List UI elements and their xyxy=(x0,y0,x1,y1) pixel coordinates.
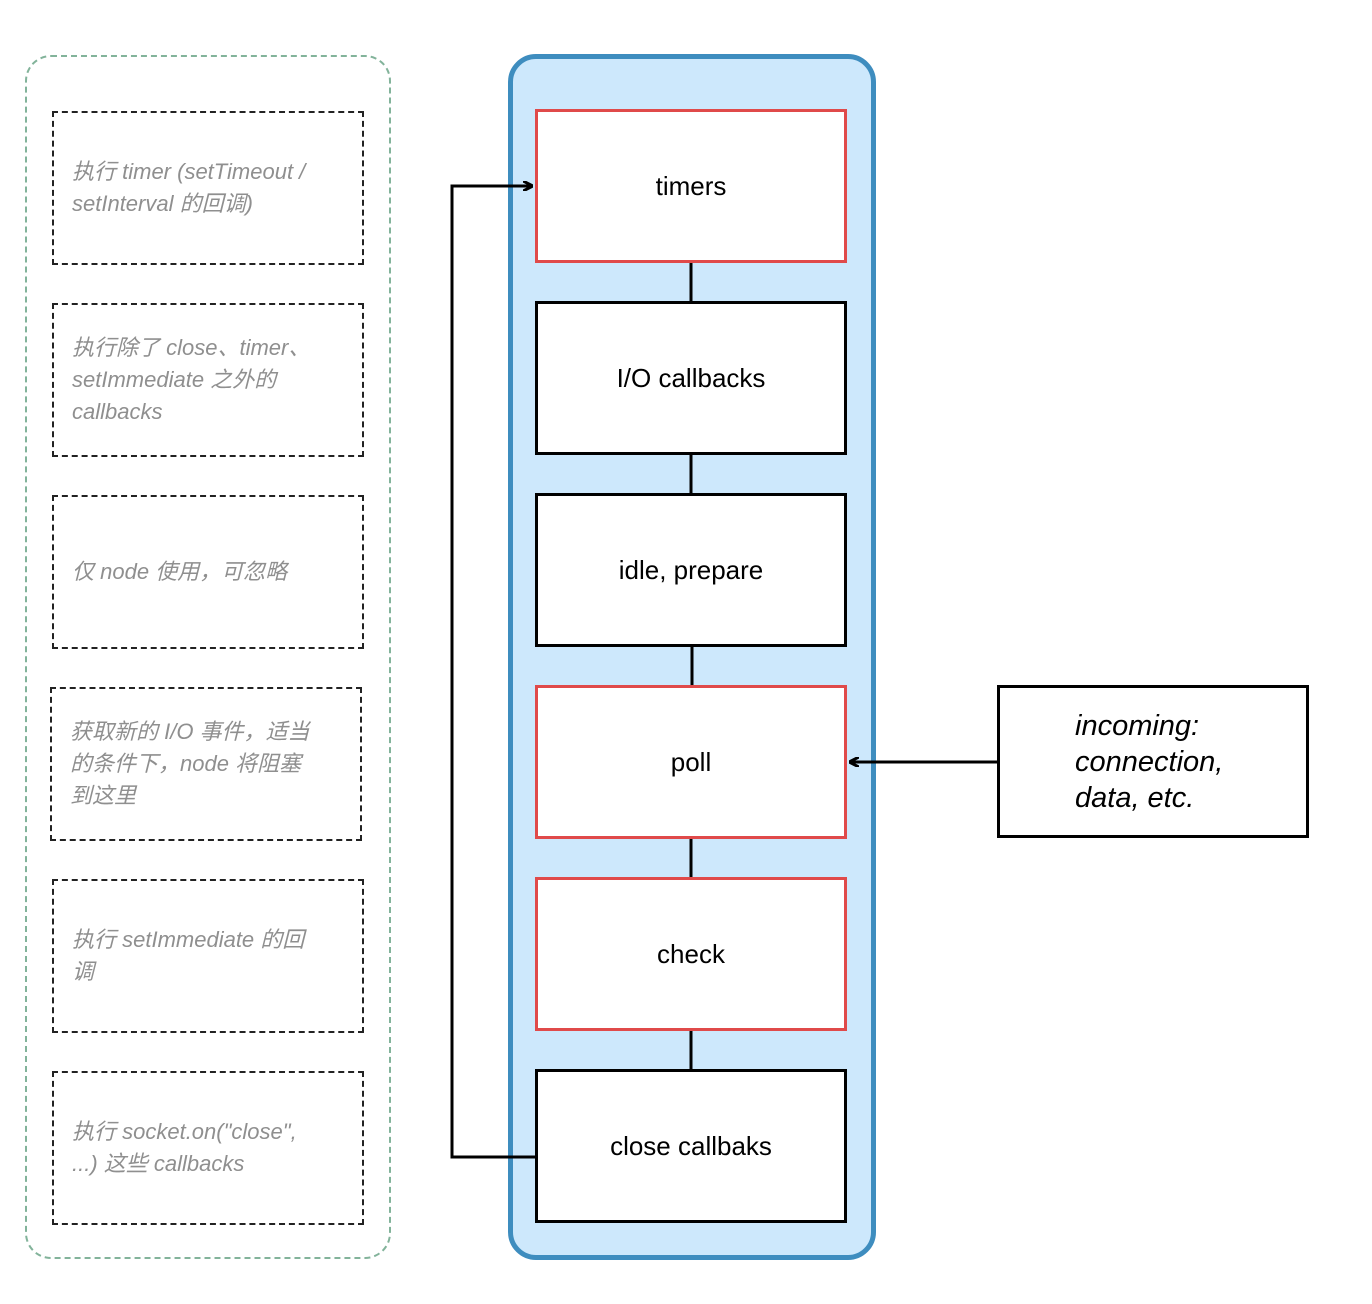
phase-check: check xyxy=(535,877,847,1031)
phase-check-label: check xyxy=(657,938,725,969)
phase-timers: timers xyxy=(535,109,847,263)
idle-prepare-note: 仅 node 使用，可忽略 xyxy=(52,495,364,649)
check-note: 执行 setImmediate 的回 调 xyxy=(52,879,364,1033)
phase-poll-label: poll xyxy=(670,746,712,777)
phase-io-callbacks: I/O callbacks xyxy=(535,301,847,455)
phase-idle-prepare: idle, prepare xyxy=(535,493,847,647)
poll-note-text: 获取新的 I/O 事件，适当 的条件下，node 将阻塞 到这里 xyxy=(70,719,310,808)
check-note-text: 执行 setImmediate 的回 调 xyxy=(72,927,305,984)
timers-note: 执行 timer (setTimeout / setInterval 的回调) xyxy=(52,111,364,265)
phase-io-callbacks-label: I/O callbacks xyxy=(616,362,766,393)
timers-note-text: 执行 timer (setTimeout / setInterval 的回调) xyxy=(72,159,306,216)
incoming-text: incoming: connection, data, etc. xyxy=(1075,709,1224,814)
incoming-box: incoming: connection, data, etc. xyxy=(997,685,1309,838)
phase-close-callbacks: close callbaks xyxy=(535,1069,847,1223)
close-callbacks-note: 执行 socket.on("close", ...) 这些 callbacks xyxy=(52,1071,364,1225)
close-callbacks-note-text: 执行 socket.on("close", ...) 这些 callbacks xyxy=(72,1119,297,1176)
io-callbacks-note-text: 执行除了 close、timer、 setImmediate 之外的 callb… xyxy=(72,335,311,424)
poll-note: 获取新的 I/O 事件，适当 的条件下，node 将阻塞 到这里 xyxy=(50,687,362,841)
phase-poll: poll xyxy=(535,685,847,839)
phase-close-callbacks-label: close callbaks xyxy=(610,1130,772,1161)
io-callbacks-note: 执行除了 close、timer、 setImmediate 之外的 callb… xyxy=(52,303,364,457)
notes-panel xyxy=(25,55,391,1259)
loop-back-arrow xyxy=(450,186,535,1159)
idle-prepare-note-text: 仅 node 使用，可忽略 xyxy=(72,559,288,584)
phase-idle-prepare-label: idle, prepare xyxy=(618,554,764,585)
phase-timers-label: timers xyxy=(655,170,727,201)
